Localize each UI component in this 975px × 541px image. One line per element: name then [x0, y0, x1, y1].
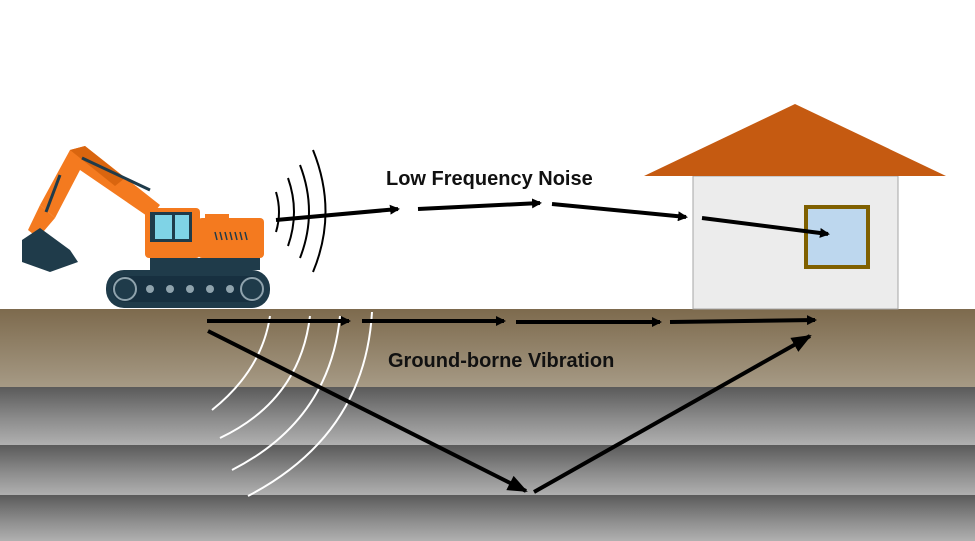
rock-stratum-1 [0, 387, 975, 445]
house-icon [644, 104, 946, 310]
vibration-path-arrows [207, 315, 817, 494]
ground [0, 309, 975, 541]
noise-path-arrows [275, 198, 830, 238]
rock-stratum-3 [0, 495, 975, 541]
ground-wavefronts [211, 311, 373, 497]
noise-label: Low Frequency Noise [386, 168, 593, 190]
vibration-label: Ground-borne Vibration [388, 350, 615, 372]
air-wavefronts [275, 149, 327, 273]
house-roof [644, 104, 946, 176]
excavator-icon [22, 146, 270, 308]
house-window [804, 205, 870, 269]
